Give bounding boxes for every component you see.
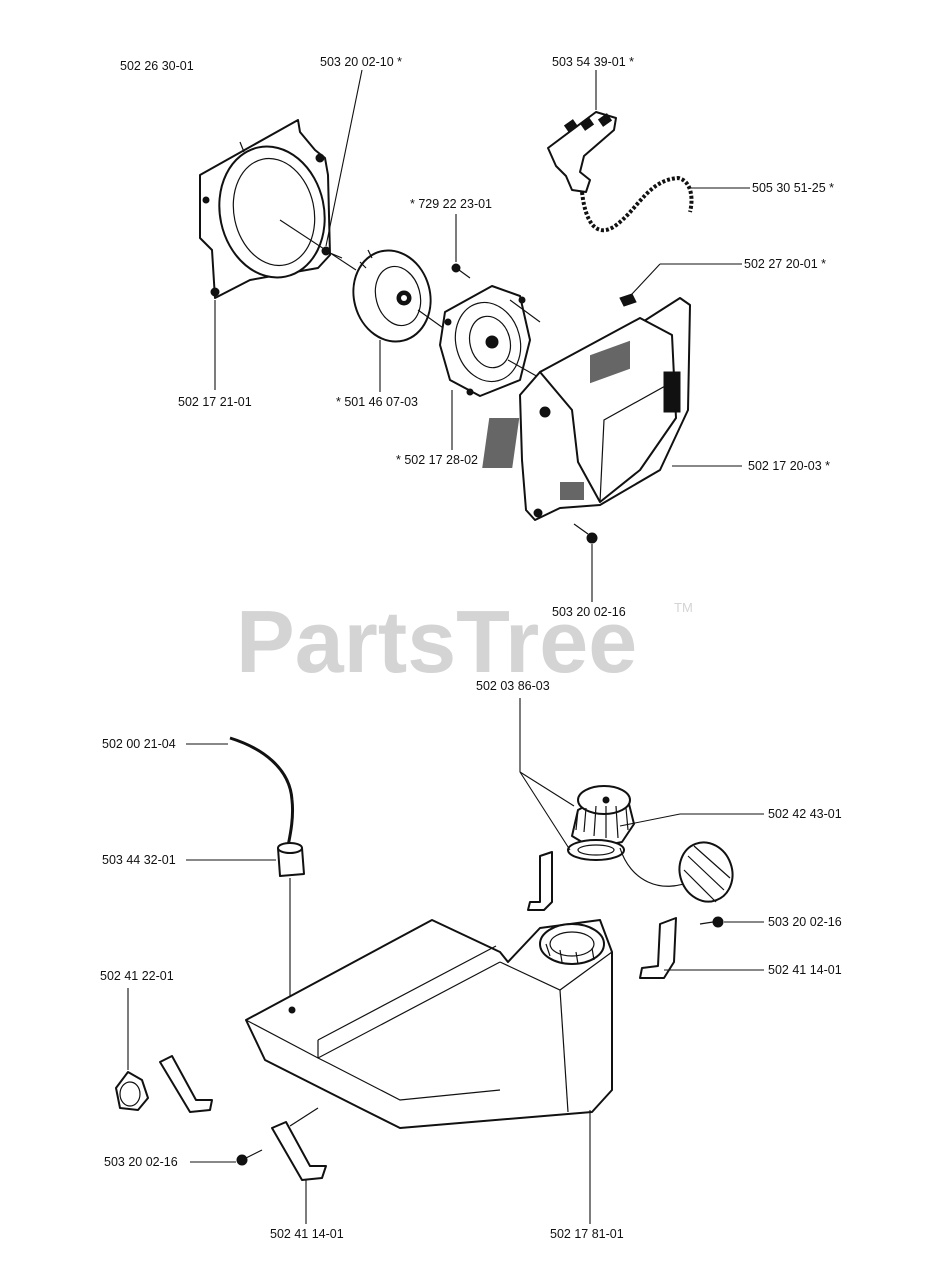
screw-503-20-02-10 — [321, 246, 343, 259]
label-503-20-02-16-b: 503 20 02-16 — [768, 915, 842, 929]
bracket-left-cap — [527, 851, 553, 911]
label-503-44-32-01: 503 44 32-01 — [102, 853, 176, 867]
label-729-22-23-01: * 729 22 23-01 — [410, 197, 492, 211]
fuel-cap — [567, 785, 635, 861]
label-503-54-39-01: 503 54 39-01 * — [552, 55, 634, 69]
leader-recoil-axis2 — [507, 359, 541, 379]
starter-rope — [580, 175, 694, 233]
watermark: PartsTree — [236, 592, 637, 691]
leader-cap-a — [519, 771, 575, 807]
screw-503-20-02-16-right — [699, 916, 724, 928]
leader-pulley-axis — [417, 309, 447, 331]
label-502-41-22-01: 502 41 22-01 — [100, 969, 174, 983]
hose-clamp — [115, 1071, 149, 1111]
bracket-left — [159, 1055, 213, 1113]
leader-fan-axis — [279, 219, 357, 271]
fuel-hose — [229, 736, 294, 847]
label-502-17-28-02: * 502 17 28-02 — [396, 453, 478, 467]
fuel-tank — [245, 919, 613, 1129]
leader-bracket-tank — [289, 1107, 319, 1127]
bracket-right — [639, 917, 677, 979]
watermark-trademark: TM — [674, 600, 693, 615]
starter-cover — [482, 297, 691, 521]
label-502-26-30-01: 502 26 30-01 — [120, 59, 194, 73]
label-502-17-81-01: 502 17 81-01 — [550, 1227, 624, 1241]
label-502-41-14-01-b: 502 41 14-01 — [270, 1227, 344, 1241]
leader-screw-top — [325, 69, 363, 247]
screw-729-22-23-01 — [451, 263, 471, 279]
label-503-20-02-16-c: 503 20 02-16 — [104, 1155, 178, 1169]
starter-handle — [547, 111, 617, 193]
bracket-bottom — [271, 1121, 327, 1181]
label-505-30-51-25: 505 30 51-25 * — [752, 181, 834, 195]
label-501-46-07-03: * 501 46 07-03 — [336, 395, 418, 409]
label-502-17-20-03: 502 17 20-03 * — [748, 459, 830, 473]
label-503-20-02-16-a: 503 20 02-16 — [552, 605, 626, 619]
label-502-00-21-04: 502 00 21-04 — [102, 737, 176, 751]
tether-tag — [678, 841, 734, 903]
label-502-41-14-01-a: 502 41 14-01 — [768, 963, 842, 977]
leader-clip — [631, 263, 661, 295]
label-503-20-02-10: 503 20 02-10 * — [320, 55, 402, 69]
fan-housing — [199, 119, 331, 299]
recoil-spring-housing — [439, 285, 531, 397]
fuel-filter — [277, 842, 305, 877]
label-502-03-86-03: 502 03 86-03 — [476, 679, 550, 693]
leader-recoil-axis — [509, 299, 541, 323]
clip-502-27-20-01 — [619, 293, 637, 307]
label-502-27-20-01: 502 27 20-01 * — [744, 257, 826, 271]
screw-503-20-02-16-bottom — [236, 1149, 263, 1166]
label-502-17-21-01: 502 17 21-01 — [178, 395, 252, 409]
screw-503-20-02-16-top — [573, 523, 598, 544]
leader-cap-b — [519, 771, 571, 851]
label-502-42-43-01: 502 42 43-01 — [768, 807, 842, 821]
leader-tether — [619, 813, 681, 827]
starter-pulley — [352, 249, 432, 343]
